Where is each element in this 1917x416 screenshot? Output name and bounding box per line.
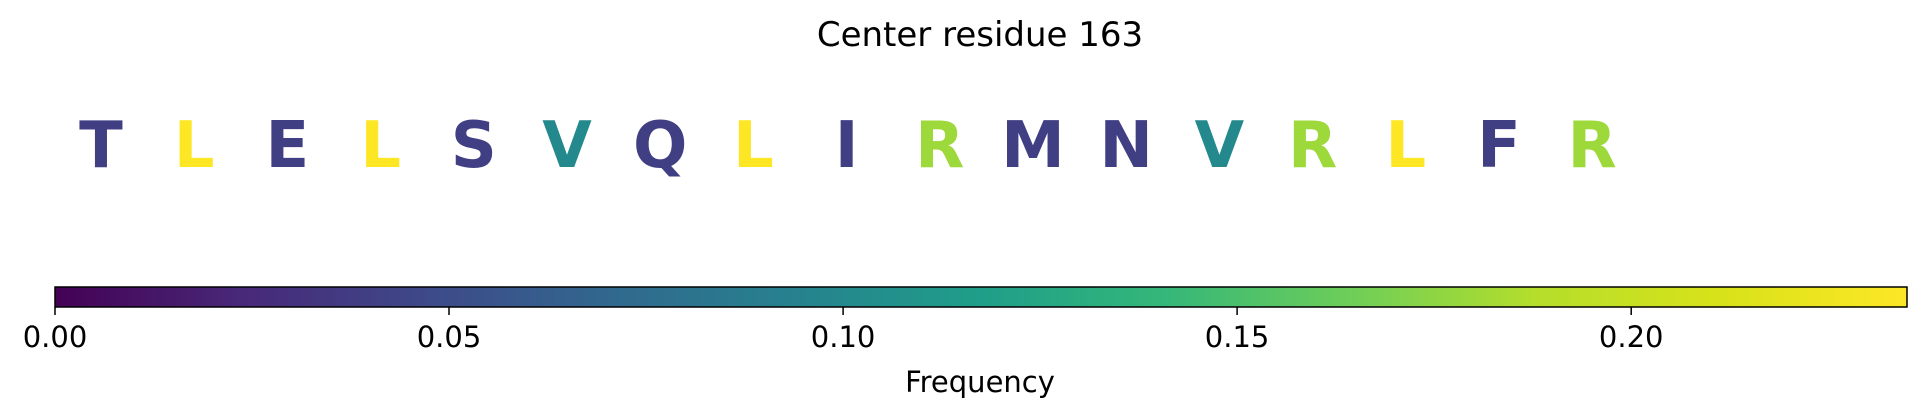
residue-letter: V [542,109,592,183]
residue-letter: V [1195,109,1245,183]
colorbar-tick-label: 0.00 [23,320,88,354]
residue-letter: I [835,109,859,183]
residue-letter: L [733,109,774,183]
residue-letter: L [1385,109,1426,183]
colorbar-label: Frequency [905,365,1055,399]
residue-letter: R [1568,109,1617,183]
colorbar-tick-label: 0.15 [1205,320,1270,354]
colorbar-ticks: 0.00 0.05 0.10 0.15 0.20 [23,307,1664,354]
residue-letter: T [79,109,123,183]
colorbar-tick-label: 0.05 [417,320,482,354]
residue-letter: E [266,109,310,183]
residue-letter: R [915,109,964,183]
residue-letter: L [360,109,401,183]
chart-title: Center residue 163 [817,15,1143,55]
residue-letter: N [1099,109,1153,183]
colorbar [54,286,1908,308]
colorbar-tick-label: 0.20 [1599,320,1664,354]
residue-letter: M [1001,109,1065,183]
residue-letter: S [451,109,497,183]
residue-letter: R [1288,109,1337,183]
residue-letter: Q [633,109,687,183]
colorbar-tick-label: 0.10 [811,320,876,354]
residue-letter: L [174,109,215,183]
residue-letter: F [1477,109,1521,183]
